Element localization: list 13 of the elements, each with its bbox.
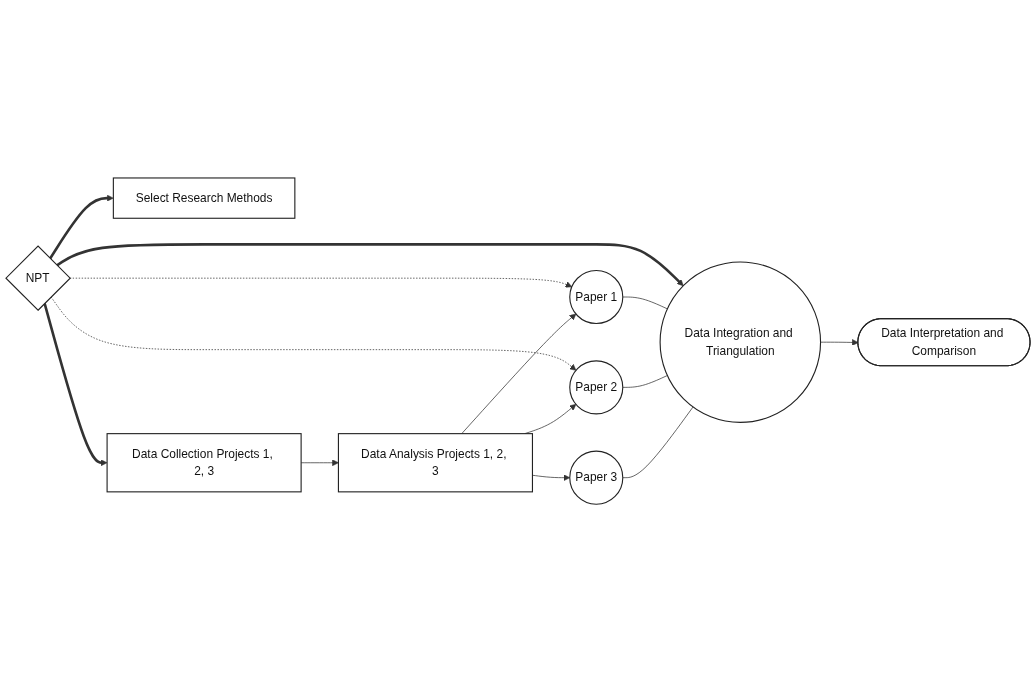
node-circle: Data Integration and Triangulation — [659, 261, 822, 423]
node-diamond: NPT — [5, 245, 71, 311]
node-circle: Paper 2 — [569, 360, 624, 415]
connector — [622, 375, 668, 388]
arrow — [43, 302, 108, 466]
node-circle: Paper 3 — [569, 450, 624, 505]
connector — [622, 406, 694, 478]
node-box: Data Analysis Projects 1, 2, 3 — [337, 433, 533, 493]
arrow — [49, 194, 114, 260]
node-box: Data Collection Projects 1, 2, 3 — [106, 433, 302, 493]
connector — [622, 296, 668, 310]
node-box: Select Research Methods — [112, 177, 296, 219]
node-circle: Paper 1 — [569, 269, 624, 324]
